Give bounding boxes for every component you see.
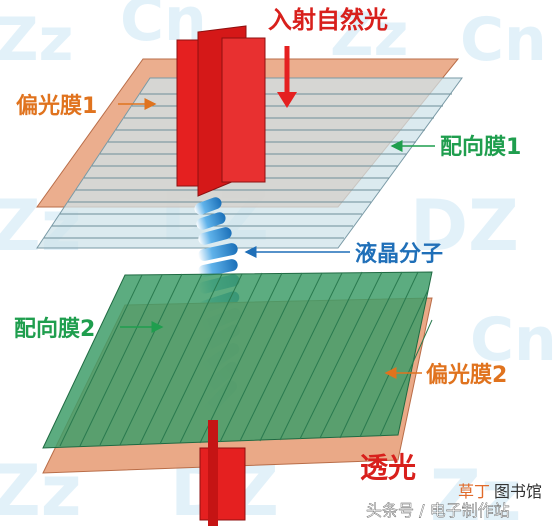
label-transmitted-light: 透光 [360,451,416,484]
svg-text:Zz: Zz [430,455,522,526]
lc-molecule [194,197,222,215]
svg-text:Zz: Zz [330,0,408,70]
incident-light-beam [176,25,266,197]
alignment-film-2 [42,271,433,449]
lc-molecule [198,227,232,245]
incident-arrow [277,46,297,108]
svg-text:Cn: Cn [460,5,547,75]
watermark-source: 头条号 / 电子制作站 [366,501,510,520]
svg-text:DZ: DZ [410,185,519,267]
svg-text:Zz: Zz [0,5,73,75]
lc-molecule [198,259,238,277]
label-polarizer-2: 偏光膜2 [426,362,507,388]
label-liquid-crystal: 液晶分子 [355,241,443,267]
label-alignment-film-1: 配向膜1 [440,134,521,160]
lc-molecule [196,212,226,230]
watermark-brand-b: 图书馆 [494,482,542,501]
alignment-film-2-stripes [59,271,433,447]
svg-text:Cn: Cn [470,305,557,375]
label-polarizer-1: 偏光膜1 [16,93,97,119]
label-incident-light: 入射自然光 [268,6,388,34]
watermark-brand-a: 草丁 [458,482,490,501]
lc-molecule [198,243,238,261]
transmitted-light-beam [199,420,246,526]
label-alignment-film-2: 配向膜2 [14,316,95,342]
